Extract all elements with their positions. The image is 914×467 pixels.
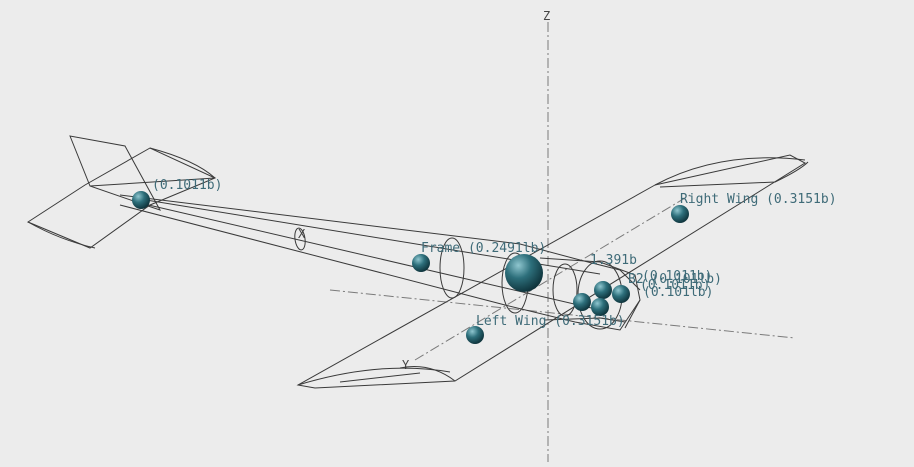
mass-label-tail: (0.1011b) [152, 178, 222, 193]
mass-label-frame: Frame (0.2491lb) [421, 241, 546, 256]
mass-points [132, 191, 689, 344]
x-axis [329, 289, 796, 339]
mass-label-comp-d: (0.1011b) [640, 278, 710, 293]
mass-label-right-wing: Right Wing (0.3151b) [680, 192, 837, 207]
mass-sphere-left-wing[interactable] [466, 326, 484, 344]
fuselage [119, 194, 641, 331]
mass-sphere-comp-d[interactable] [591, 298, 609, 316]
mass-sphere-frame[interactable] [412, 254, 430, 272]
main-wing [296, 154, 809, 389]
mass-sphere-comp-b[interactable] [612, 285, 630, 303]
mass-label-cg: 1.391b [590, 253, 637, 268]
axis-lines [329, 22, 796, 462]
mass-label-comp-c: (0.101lb) [643, 285, 713, 300]
mass-sphere-right-wing[interactable] [671, 205, 689, 223]
mass-labels: (0.1011b) Frame (0.2491lb) 1.391b Right … [152, 178, 837, 329]
y-axis-label: Y [402, 358, 410, 372]
mass-sphere-tail[interactable] [132, 191, 150, 209]
mass-sphere-cg[interactable] [505, 254, 543, 292]
z-axis-label: Z [543, 9, 550, 23]
mass-label-comp-b: B2 (0.101lb) [628, 272, 722, 287]
mass-label-comp-a: (0.1011b) [642, 269, 712, 284]
x-axis-label: X [298, 227, 306, 241]
tail-assembly [26, 135, 217, 249]
mass-sphere-comp-a[interactable] [594, 281, 612, 299]
mass-label-left-wing: Left Wing (0.3151b) [476, 314, 625, 329]
mass-sphere-comp-c[interactable] [573, 293, 591, 311]
